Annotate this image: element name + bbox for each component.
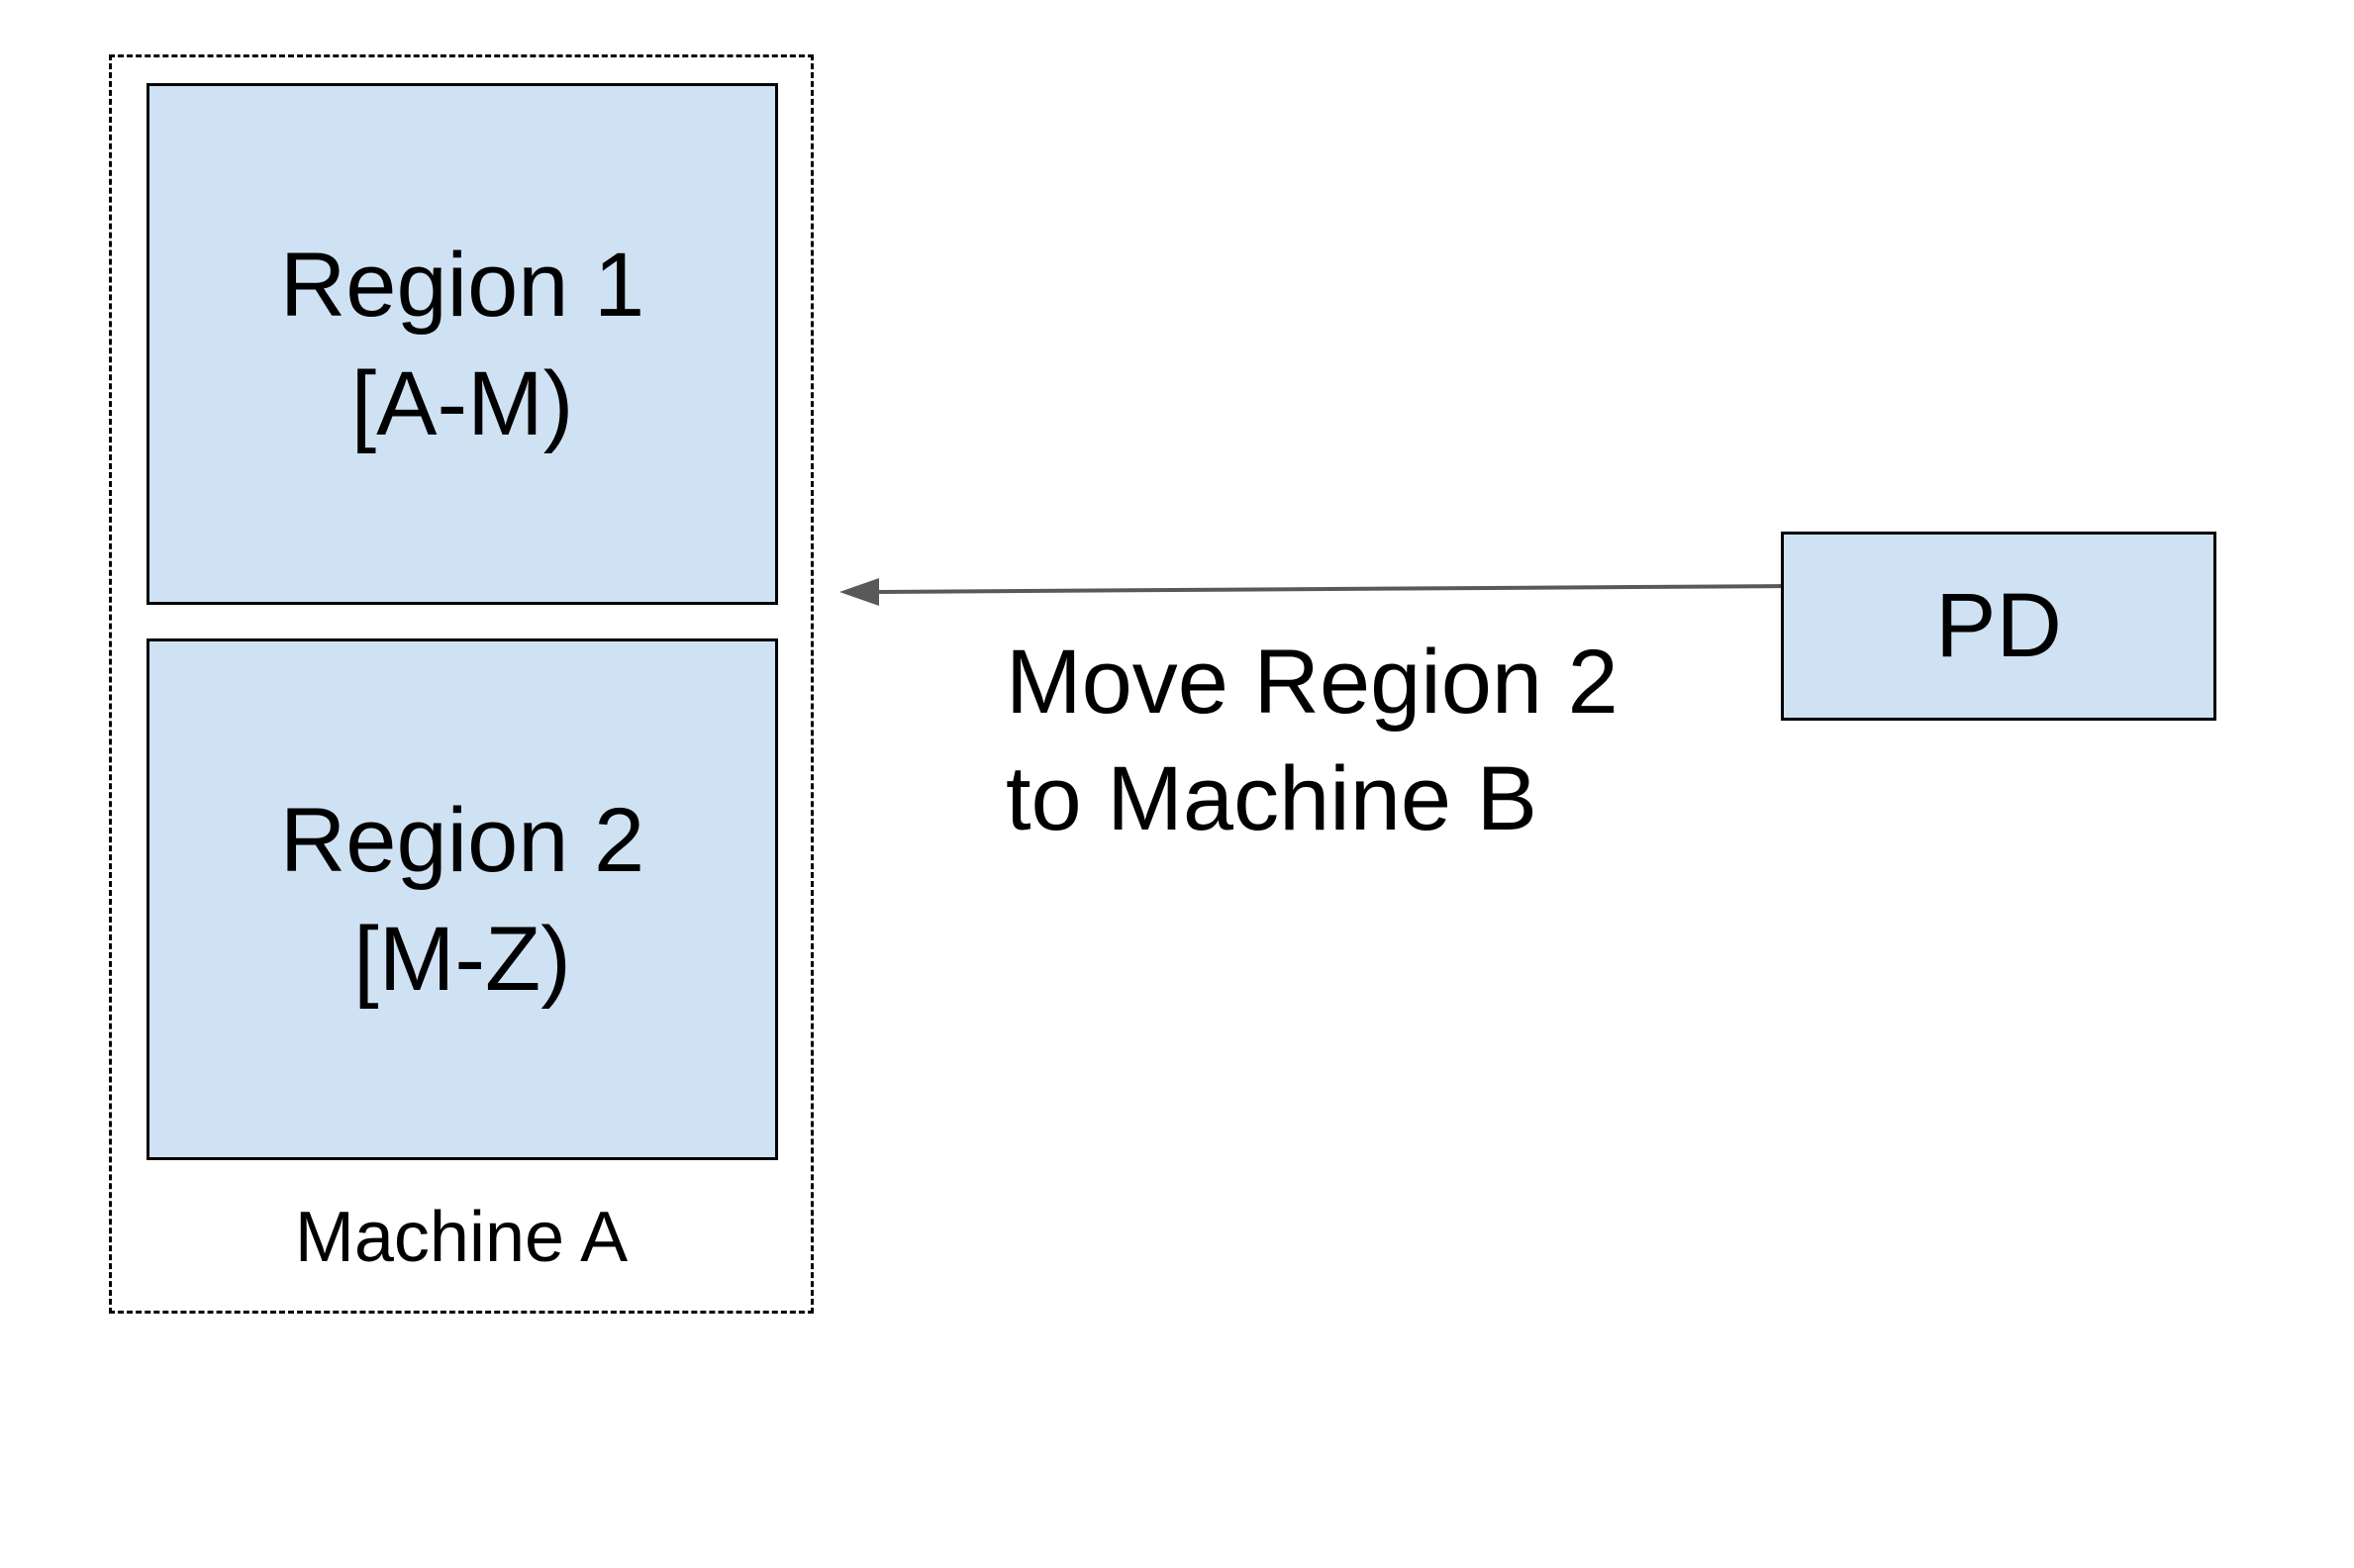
region-2-box: Region 2 [M-Z) <box>147 638 778 1160</box>
region-2-name: Region 2 <box>279 789 645 891</box>
region-1-name: Region 1 <box>279 234 645 336</box>
pd-box: PD <box>1781 532 2216 721</box>
machine-label: Machine A <box>294 1198 629 1277</box>
arrow-line <box>870 584 1795 594</box>
machine-a-container <box>109 54 814 1314</box>
region-1-range: [A-M) <box>350 352 574 454</box>
move-instruction: Move Region 2 to Machine B <box>1006 624 1618 857</box>
arrow-head-icon <box>839 578 879 606</box>
pd-label: PD <box>1935 575 2062 676</box>
region-2-range: [M-Z) <box>353 908 571 1010</box>
region-1-box: Region 1 [A-M) <box>147 83 778 605</box>
move-instruction-line-1: Move Region 2 <box>1006 632 1618 733</box>
move-instruction-line-2: to Machine B <box>1006 748 1537 849</box>
